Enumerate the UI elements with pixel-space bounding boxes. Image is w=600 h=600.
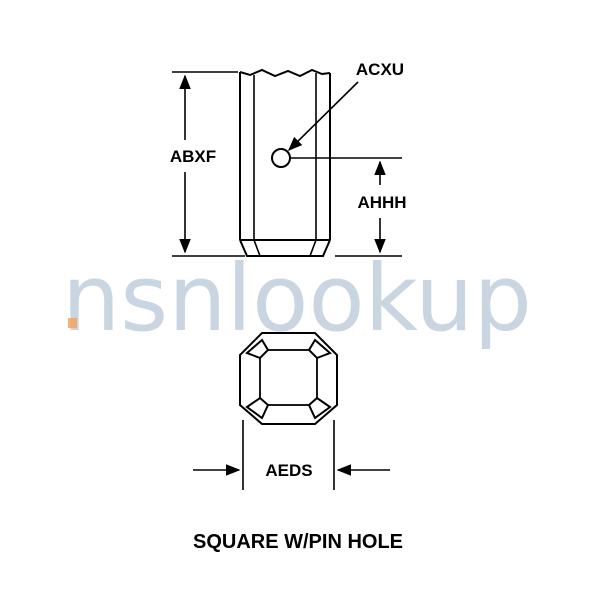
acxu-leader xyxy=(287,81,359,152)
watermark: nsnlookup xyxy=(62,245,532,352)
bottom-inner-right xyxy=(309,239,317,257)
abxf-label: ABXF xyxy=(170,147,216,166)
corner-facet-bottom-right xyxy=(307,396,332,420)
bottom-end xyxy=(239,239,331,257)
bottom-inner-left xyxy=(253,239,261,257)
pin-hole xyxy=(271,148,291,168)
aeds-label: AEDS xyxy=(265,461,312,480)
acxu-label: ACXU xyxy=(356,60,404,79)
corner-facet-top-left xyxy=(245,338,270,360)
watermark-text: nsnlookup xyxy=(62,245,532,352)
dimension-ahhh xyxy=(290,157,402,257)
watermark-accent-dot xyxy=(68,318,77,328)
break-line xyxy=(239,68,331,78)
end-view-inner xyxy=(259,349,318,406)
dimension-abxf xyxy=(172,71,245,257)
corner-facet-top-right xyxy=(307,338,332,360)
ahhh-label: AHHH xyxy=(357,193,406,212)
diagram-caption: SQUARE W/PIN HOLE xyxy=(193,531,403,553)
end-view-outer xyxy=(239,332,338,425)
end-view xyxy=(239,332,338,425)
corner-facet-bottom-left xyxy=(245,396,270,420)
side-view xyxy=(239,68,331,257)
dimension-aeds xyxy=(193,420,390,490)
